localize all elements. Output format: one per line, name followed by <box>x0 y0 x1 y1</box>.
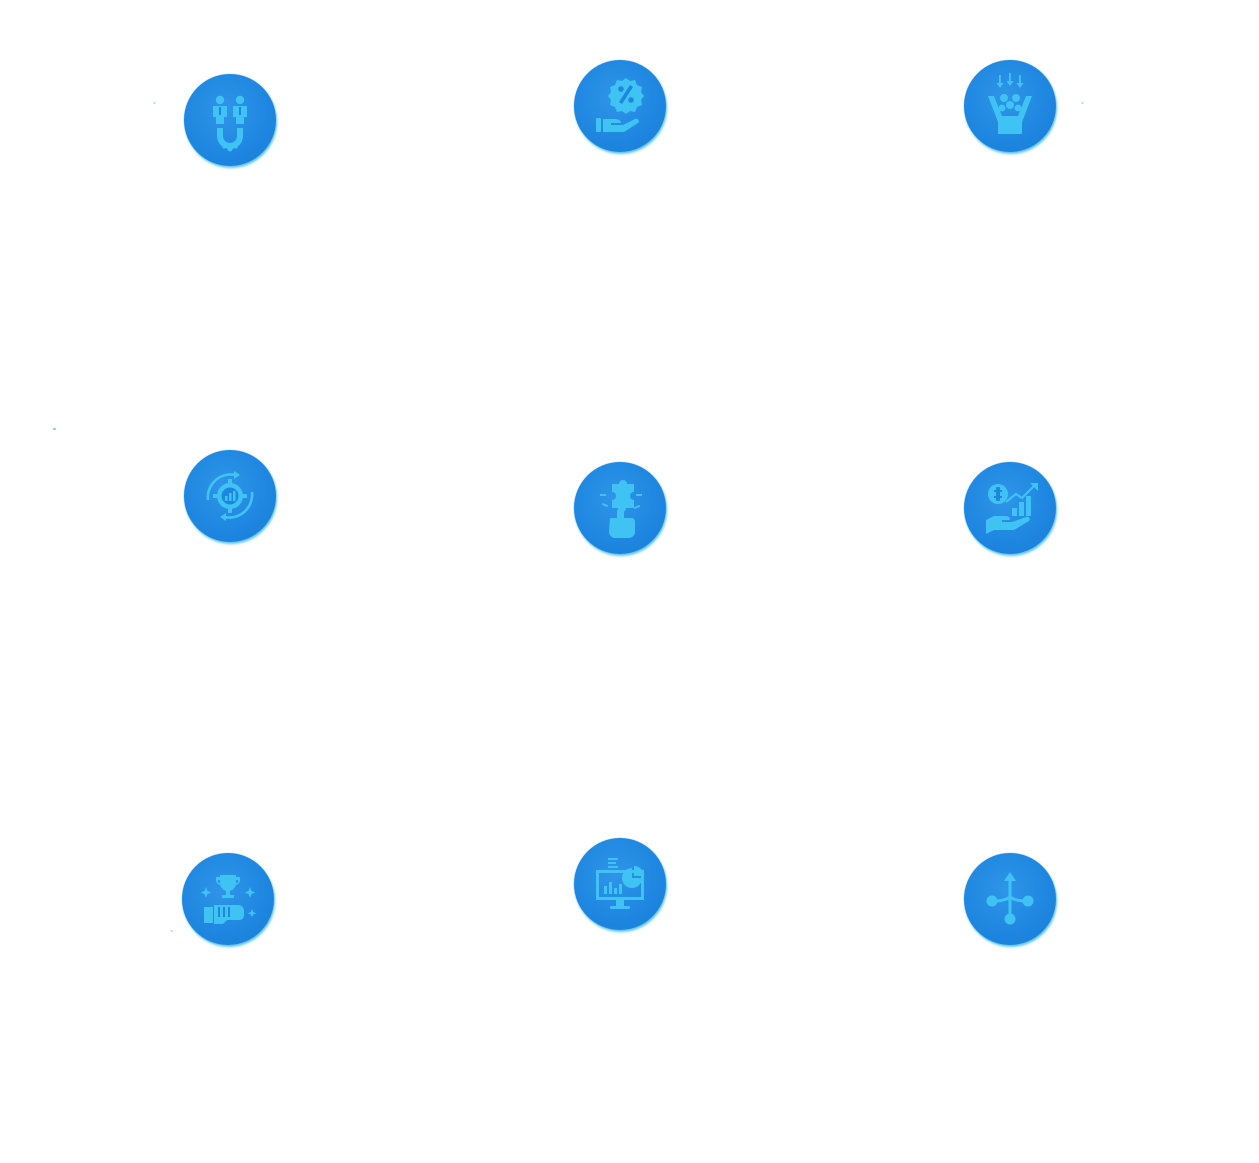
stray-speck <box>170 930 173 932</box>
trophy-hand-icon <box>182 853 274 945</box>
stray-speck <box>153 102 156 104</box>
investment-growth-icon <box>964 462 1056 554</box>
stray-speck <box>1081 102 1084 104</box>
funnel-icon <box>964 60 1056 152</box>
monitor-analytics-icon <box>574 838 666 930</box>
gear-cycle-chart-icon <box>184 450 276 542</box>
puzzle-hand-icon <box>574 462 666 554</box>
partnership-magnet-icon <box>184 74 276 166</box>
branch-split-icon <box>964 853 1056 945</box>
stray-speck <box>53 428 56 430</box>
discount-hand-icon <box>574 60 666 152</box>
